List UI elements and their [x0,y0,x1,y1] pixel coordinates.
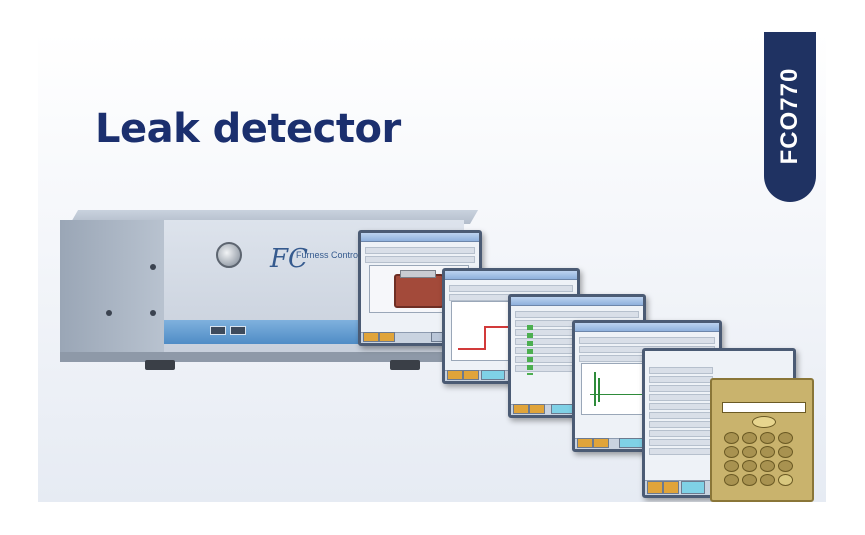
product-banner: Leak detector FCO770 FC Furness Controls [38,32,826,502]
model-badge: FCO770 [764,32,816,202]
screen-header [445,271,577,280]
side-screw-icon [150,264,156,270]
side-screw-icon [150,310,156,316]
numeric-keypad-icon [710,378,814,502]
screen-header [645,351,793,359]
pressure-knob-icon [216,242,242,268]
screen-header [511,297,643,306]
device-side-panel [60,220,166,352]
model-badge-label: FCO770 [776,67,803,165]
device-foot [390,360,420,370]
device-foot [145,360,175,370]
side-screw-icon [106,310,112,316]
device-base [60,352,464,362]
screen-header [361,233,479,242]
usb-port-icon [230,326,246,335]
brand-logo: FC [270,244,308,274]
keypad-display [722,402,806,413]
brand-name: Furness Controls [296,250,365,260]
status-indicator-icon [527,325,533,375]
page-title: Leak detector [95,106,401,152]
usb-port-icon [210,326,226,335]
screen-header [575,323,719,332]
settings-rows [649,365,713,457]
screen-status-rows [365,245,475,265]
